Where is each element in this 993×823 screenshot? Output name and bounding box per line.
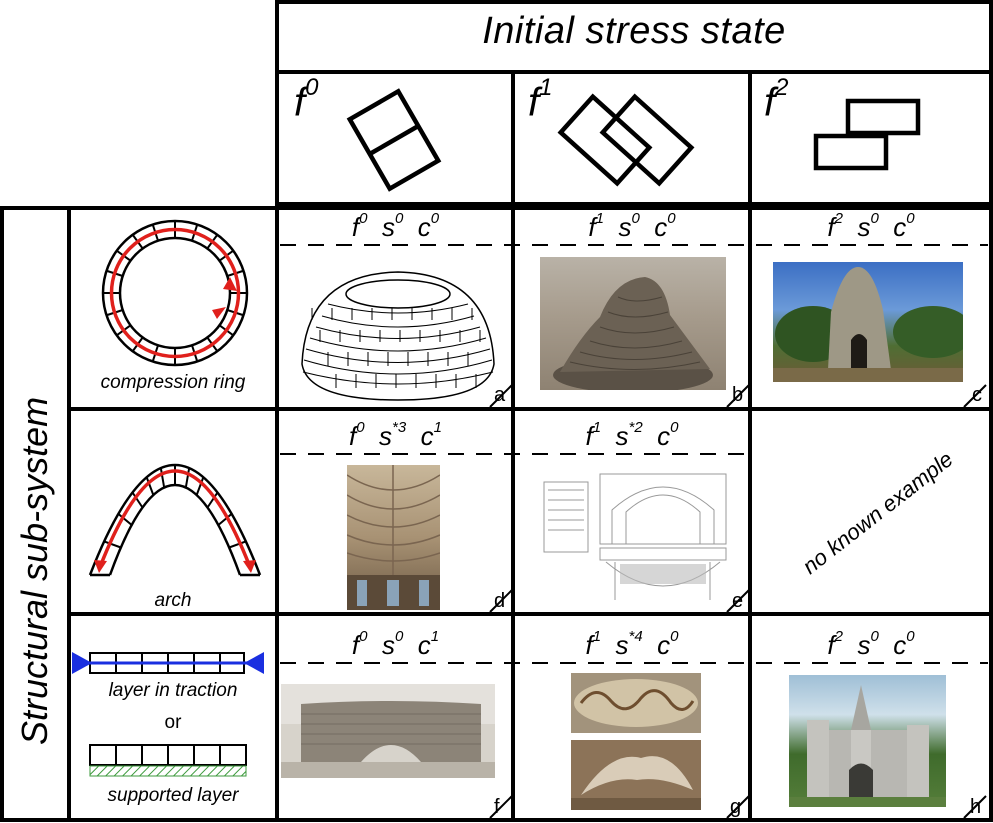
- arch-diagram: [88, 463, 262, 577]
- photo-printed-bridge: [281, 684, 495, 778]
- notation-h: f2 s0 c0: [827, 628, 915, 660]
- caption-layer-traction: layer in traction: [108, 680, 238, 701]
- caption-or: or: [164, 712, 182, 733]
- corner-mark-d: [489, 589, 513, 613]
- pattern-f2-icon: [813, 98, 921, 171]
- photo-printed-castle: [789, 675, 946, 807]
- corner-mark-c: [963, 384, 987, 408]
- caption-arch: arch: [154, 590, 192, 611]
- cell-letter-a: a: [494, 384, 506, 406]
- corner-mark-a: [489, 384, 513, 408]
- corner-mark-g: [726, 795, 750, 819]
- notation-b: f1 s0 c0: [588, 210, 676, 242]
- caption-compression-ring: compression ring: [100, 372, 246, 393]
- notation-e: f1 s*2 c0: [585, 419, 679, 451]
- compression-ring-diagram: [101, 219, 249, 367]
- supported-layer-diagram: [89, 744, 247, 777]
- column-label-f0: f0: [294, 74, 319, 125]
- corner-mark-h: [963, 795, 987, 819]
- pattern-f0-icon: [346, 88, 442, 192]
- cell-letter-b: b: [732, 384, 744, 406]
- notation-f: f0 s0 c1: [351, 628, 440, 660]
- notation-g: f1 s*4 c0: [585, 628, 679, 660]
- photo-gothic-nave: [347, 465, 440, 610]
- cell-letter-f: f: [494, 796, 500, 818]
- photo-printed-shell-bottom: [571, 740, 701, 810]
- corner-mark-b: [726, 384, 750, 408]
- cell-letter-g: g: [730, 796, 742, 818]
- layer-traction-diagram: [72, 652, 264, 674]
- photo-stone-hut: [773, 262, 963, 382]
- column-label-f2: f2: [764, 74, 789, 125]
- photo-printed-dome: [540, 257, 726, 390]
- pattern-f1-icon: [557, 93, 695, 187]
- corner-mark-e: [726, 589, 750, 613]
- notation-a: f0 s0 c0: [351, 210, 440, 242]
- header-title: Initial stress state: [482, 10, 786, 52]
- notation-c: f2 s0 c0: [827, 210, 915, 242]
- vault-sketch: [543, 473, 727, 600]
- notation-d: f0 s*3 c1: [348, 419, 442, 451]
- photo-printed-pattern-top: [571, 673, 701, 733]
- column-label-f1: f1: [528, 74, 553, 125]
- corner-mark-f: [489, 795, 513, 819]
- cell-letter-d: d: [494, 590, 506, 612]
- caption-supported-layer: supported layer: [107, 785, 239, 806]
- dome-drawing: [301, 271, 495, 401]
